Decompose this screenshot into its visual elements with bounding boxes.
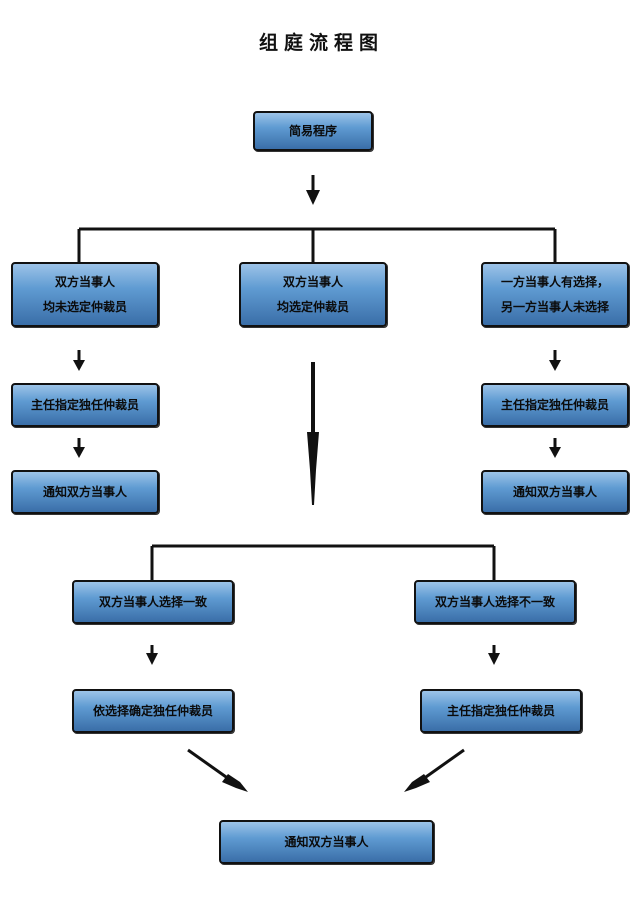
node-director-appoint-after-disagree-label: 主任指定独任仲裁员: [446, 703, 555, 718]
node-one-selected-line2: 另一方当事人未选择: [500, 299, 609, 314]
node-both-selected-line2: 均选定仲裁员: [276, 299, 349, 314]
arrowhead-simple: [306, 190, 320, 205]
arrowhead-left-2: [73, 447, 85, 458]
node-choice-agree: 双方当事人选择一致: [72, 580, 234, 624]
node-final-notify: 通知双方当事人: [219, 820, 434, 864]
node-left-notify-label: 通知双方当事人: [42, 484, 127, 499]
node-one-selected-line1: 一方当事人有选择，: [500, 274, 609, 289]
arrowhead-right-1: [549, 360, 561, 371]
node-right-director-appoint: 主任指定独任仲裁员: [481, 383, 629, 427]
arrowhead-right-2: [549, 447, 561, 458]
node-right-notify: 通知双方当事人: [481, 470, 629, 514]
node-left-notify: 通知双方当事人: [11, 470, 159, 514]
diagram-title: 组庭流程图: [258, 32, 384, 54]
node-choice-agree-label: 双方当事人选择一致: [98, 594, 207, 609]
node-simple-procedure-label: 简易程序: [288, 123, 337, 138]
node-director-appoint-after-disagree: 主任指定独任仲裁员: [420, 689, 582, 733]
node-right-notify-label: 通知双方当事人: [512, 484, 597, 499]
arrowhead-agree: [146, 653, 158, 665]
node-left-director-appoint: 主任指定独任仲裁员: [11, 383, 159, 427]
node-both-unselected-line2: 均未选定仲裁员: [42, 299, 127, 314]
node-choice-disagree: 双方当事人选择不一致: [414, 580, 576, 624]
node-right-director-appoint-label: 主任指定独任仲裁员: [500, 397, 609, 412]
node-final-notify-label: 通知双方当事人: [284, 834, 369, 849]
arrowhead-disagree: [488, 653, 500, 665]
arrowhead-left-1: [73, 360, 85, 371]
node-both-selected: 双方当事人 均选定仲裁员: [239, 262, 387, 327]
node-choice-disagree-label: 双方当事人选择不一致: [434, 594, 555, 609]
node-one-selected: 一方当事人有选择， 另一方当事人未选择: [481, 262, 629, 327]
node-confirm-by-choice: 依选择确定独任仲裁员: [72, 689, 234, 733]
arrowhead-middle: [307, 432, 319, 505]
arrowhead-diagonal-left: [222, 774, 248, 792]
node-both-unselected-line1: 双方当事人: [54, 274, 115, 289]
node-both-selected-line1: 双方当事人: [282, 274, 343, 289]
arrowhead-diagonal-right: [404, 774, 430, 792]
node-simple-procedure: 简易程序: [253, 111, 373, 151]
node-left-director-appoint-label: 主任指定独任仲裁员: [30, 397, 139, 412]
node-both-unselected: 双方当事人 均未选定仲裁员: [11, 262, 159, 327]
node-confirm-by-choice-label: 依选择确定独任仲裁员: [92, 703, 213, 718]
